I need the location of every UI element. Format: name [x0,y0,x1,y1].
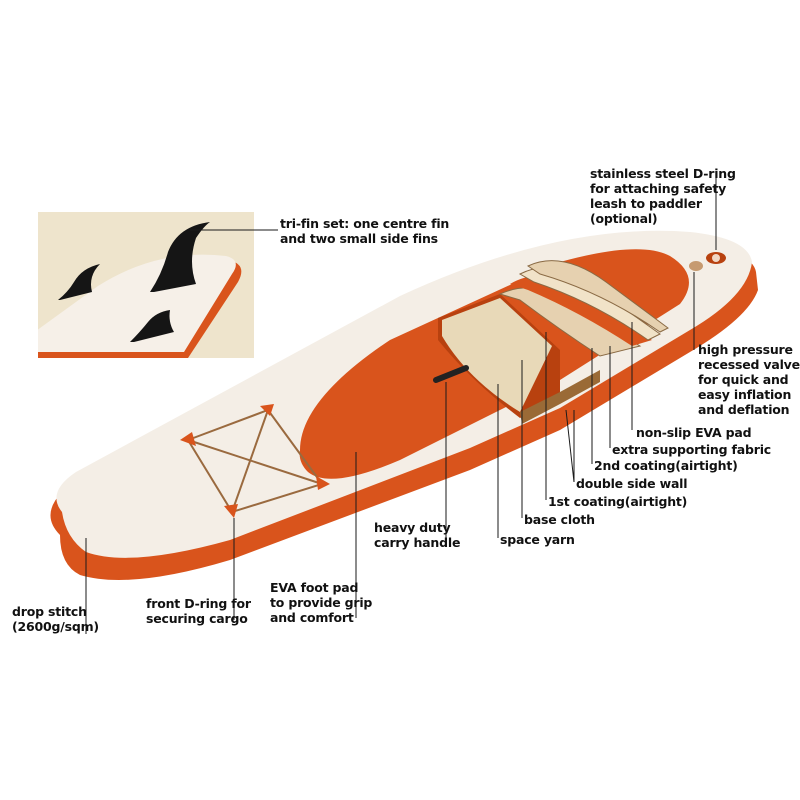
label-carry-handle: heavy duty carry handle [374,520,460,550]
label-valve: high pressure recessed valve for quick a… [698,342,800,417]
label-drop-stitch: drop stitch (2600g/sqm) [12,604,99,634]
label-side-wall: double side wall [576,476,687,491]
rear-d-ring-inner [712,254,720,262]
valve-icon [689,261,703,271]
label-coating-1: 1st coating(airtight) [548,494,687,509]
label-base-cloth: base cloth [524,512,595,527]
label-front-d-ring: front D-ring for securing cargo [146,596,251,626]
label-fin-set: tri-fin set: one centre fin and two smal… [280,216,449,246]
label-coating-2: 2nd coating(airtight) [594,458,738,473]
label-supporting-fabric: extra supporting fabric [612,442,771,457]
label-space-yarn: space yarn [500,532,575,547]
label-eva-pad: non-slip EVA pad [636,425,751,440]
label-rear-d-ring: stainless steel D-ring for attaching saf… [590,166,736,226]
label-foot-pad: EVA foot pad to provide grip and comfort [270,580,372,625]
